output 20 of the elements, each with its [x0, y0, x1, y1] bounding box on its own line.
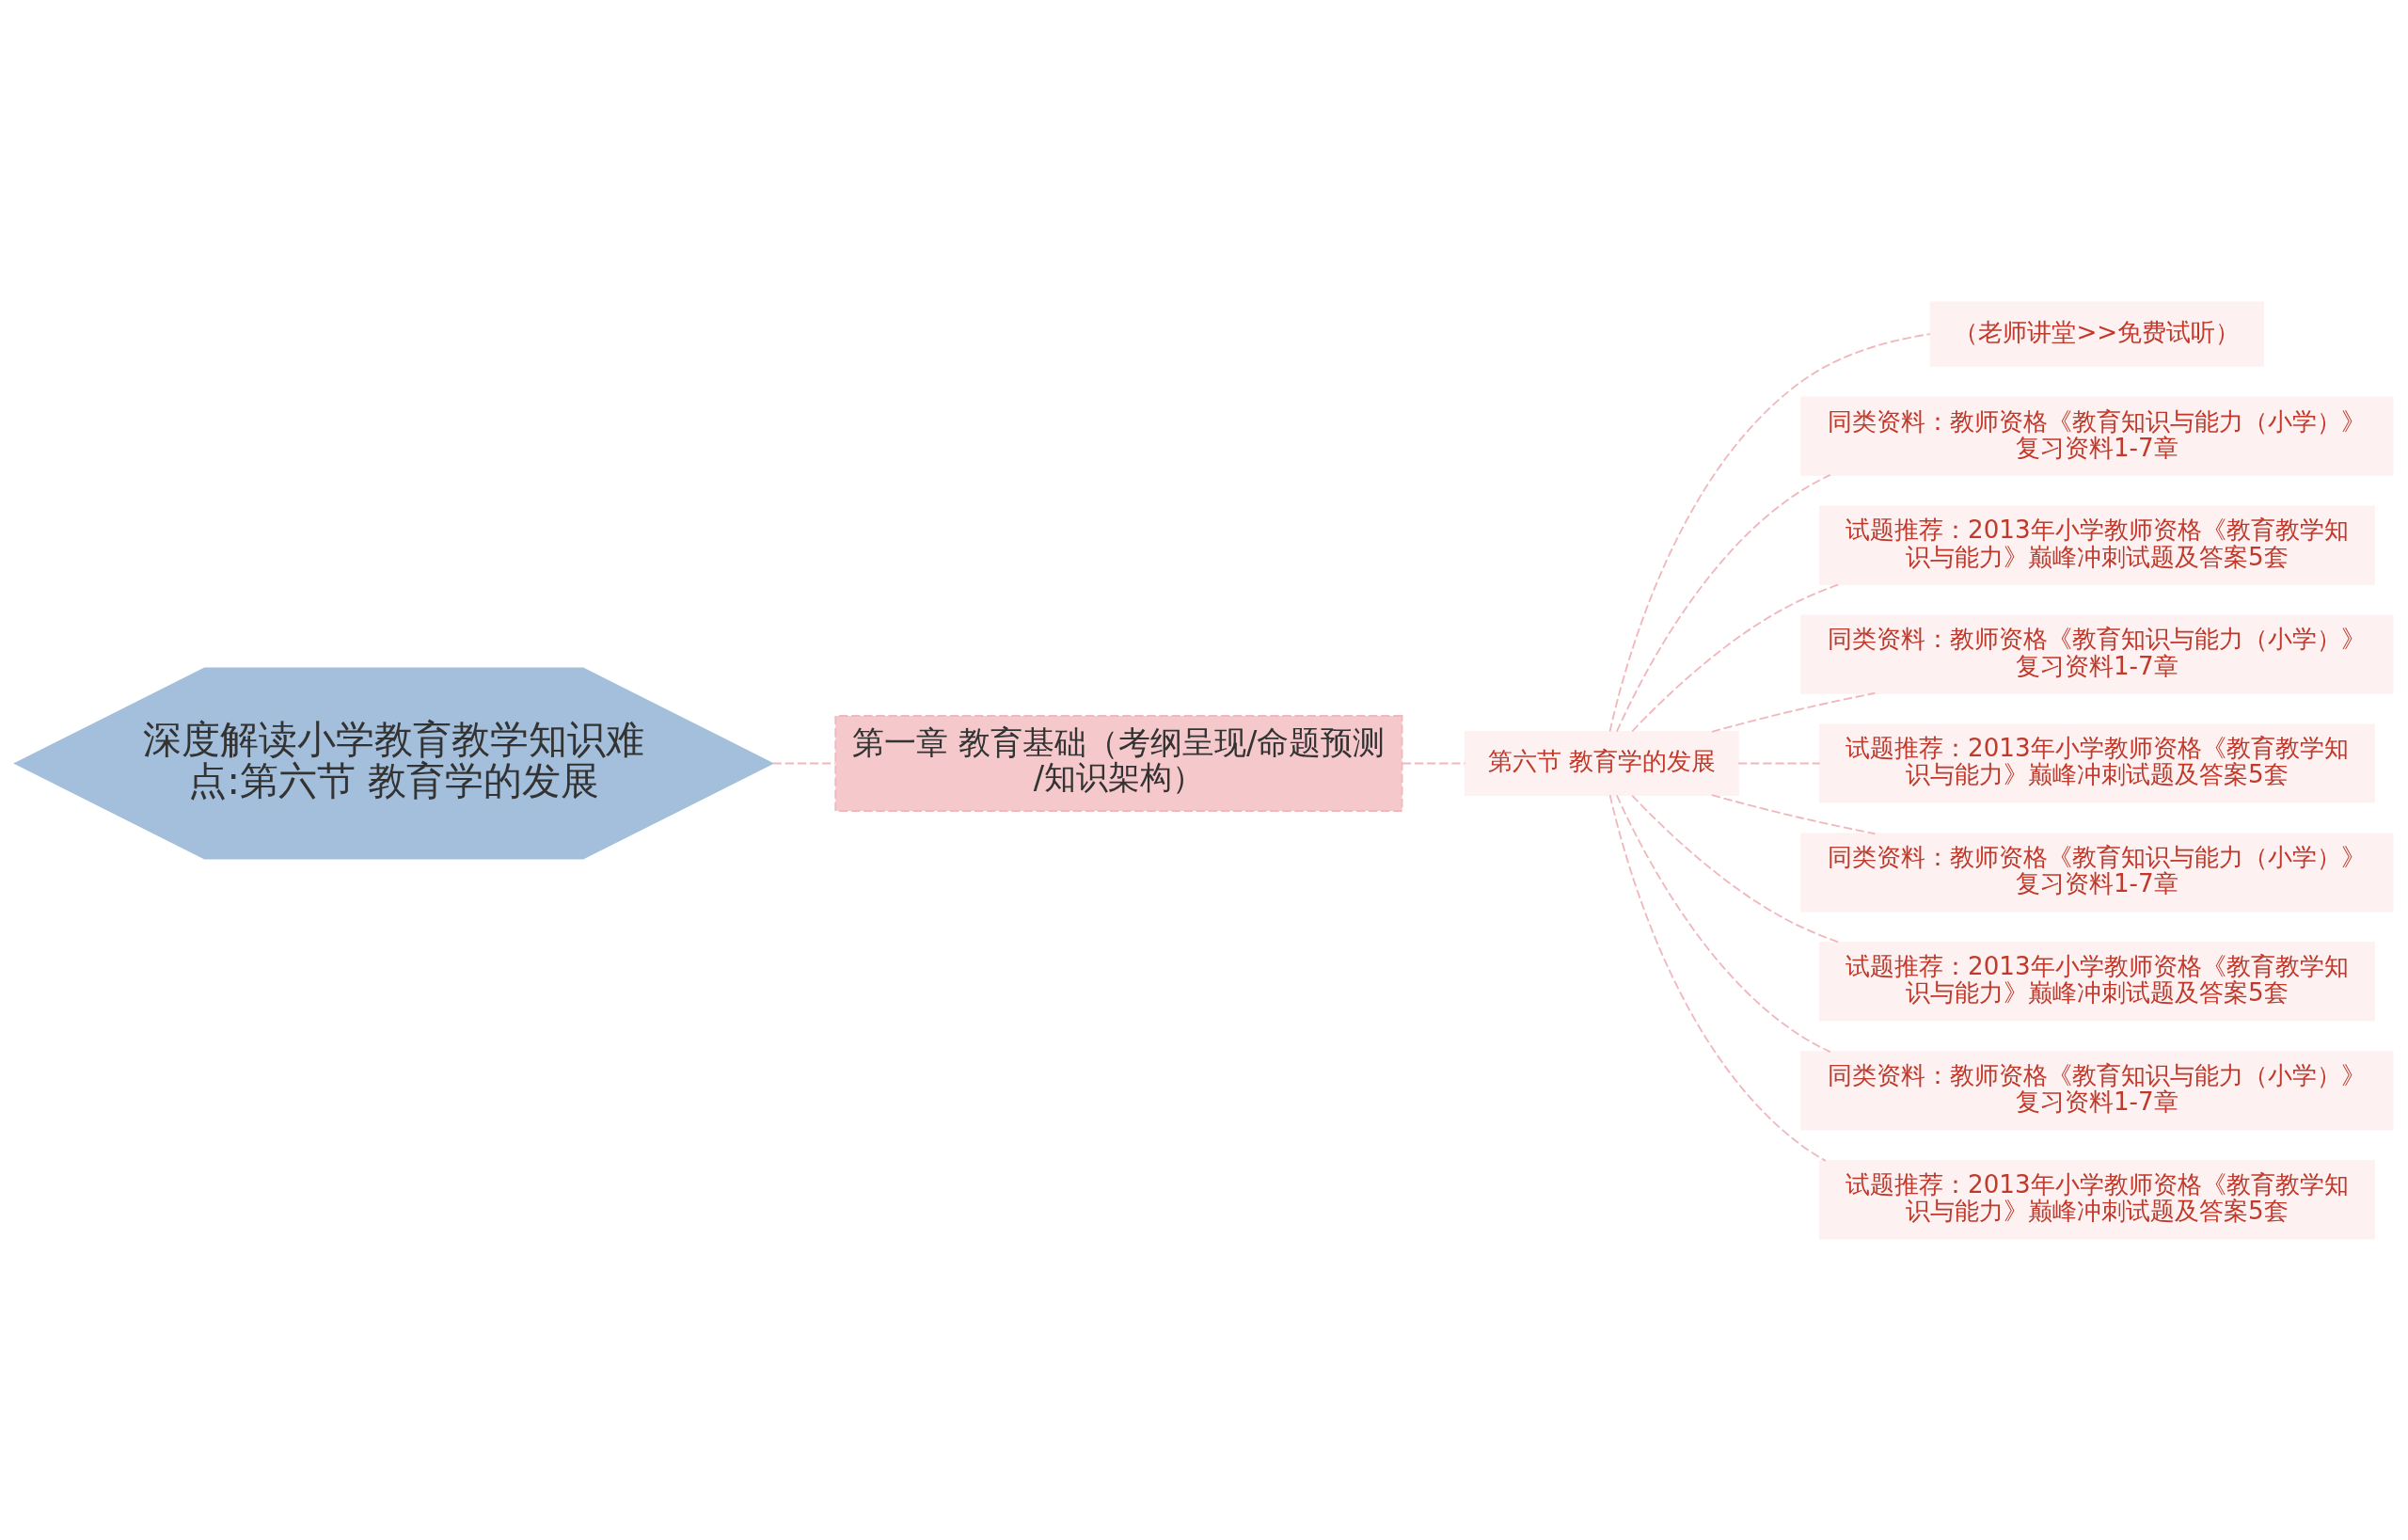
node-box: 试题推荐：2013年小学教师资格《教育教学知识与能力》巅峰冲刺试题及答案5套 [1818, 722, 2375, 803]
connector [1608, 793, 1827, 1162]
connector [771, 762, 836, 764]
connector [1615, 473, 1831, 733]
connector [1401, 762, 1466, 764]
node-box: 试题推荐：2013年小学教师资格《教育教学知识与能力》巅峰冲刺试题及答案5套 [1818, 1159, 2375, 1239]
node-box: 同类资料：教师资格《教育知识与能力（小学）》复习资料1-7章 [1800, 1050, 2394, 1130]
connector [1737, 762, 1821, 764]
connector [1608, 332, 1931, 732]
node-box: （老师讲堂>>免费试听） [1929, 301, 2264, 367]
connector [1711, 793, 1877, 834]
connector [1711, 691, 1877, 733]
node-box: 第六节 教育学的发展 [1464, 730, 1739, 796]
node-box: 试题推荐：2013年小学教师资格《教育教学知识与能力》巅峰冲刺试题及答案5套 [1818, 941, 2375, 1022]
node-box: 同类资料：教师资格《教育知识与能力（小学）》复习资料1-7章 [1800, 832, 2394, 913]
node-box: 同类资料：教师资格《教育知识与能力（小学）》复习资料1-7章 [1800, 613, 2394, 694]
node-box: 第一章 教育基础（考纲呈现/命题预测/知识架构） [834, 714, 1403, 812]
node-box: 同类资料：教师资格《教育知识与能力（小学）》复习资料1-7章 [1800, 396, 2394, 476]
node-box: 试题推荐：2013年小学教师资格《教育教学知识与能力》巅峰冲刺试题及答案5套 [1818, 505, 2375, 585]
connector [1615, 793, 1831, 1053]
